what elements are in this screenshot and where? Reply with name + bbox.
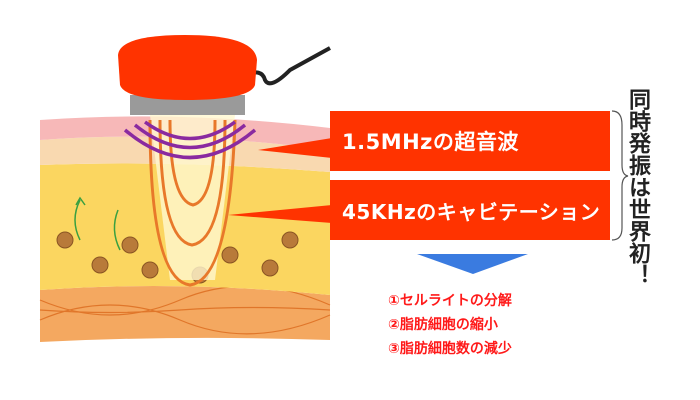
ultrasound-label: 1.5MHzの超音波	[342, 130, 519, 154]
effects-list: ①セルライトの分解 ②脂肪細胞の縮小 ③脂肪細胞数の減少	[388, 289, 512, 361]
probe-cable	[244, 46, 331, 86]
down-arrow	[417, 254, 528, 274]
pointer-cavitation	[228, 205, 332, 223]
effect-item: ③脂肪細胞数の減少	[388, 341, 512, 357]
cavitation-waves	[148, 119, 237, 287]
pointer-ultrasound	[258, 138, 332, 158]
simultaneous-label: 同時発振は世界初！	[625, 88, 650, 286]
muscle-layer	[40, 286, 330, 342]
flow-arrows	[74, 196, 121, 251]
brace	[611, 110, 629, 241]
effect-item: ①セルライトの分解	[388, 293, 512, 309]
probe-head	[118, 35, 257, 100]
probe-tip	[130, 95, 245, 115]
cavitation-label-box: 45KHzのキャビテーション	[330, 180, 610, 240]
ultrasound-label-box: 1.5MHzの超音波	[330, 111, 610, 171]
ultrasound-waves	[123, 120, 257, 160]
cavitation-label: 45KHzのキャビテーション	[342, 199, 601, 224]
effect-item: ②脂肪細胞の縮小	[388, 317, 498, 333]
